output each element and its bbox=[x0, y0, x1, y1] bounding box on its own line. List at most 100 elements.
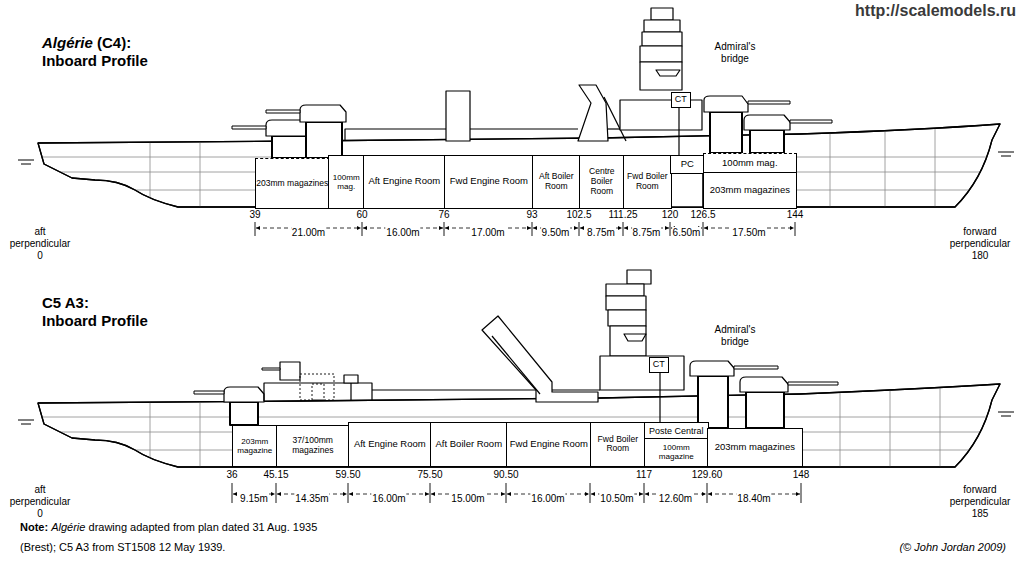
compartment-label: Poste Central bbox=[649, 426, 704, 436]
superstructure bbox=[470, 128, 578, 129]
bulkhead-line bbox=[840, 380, 841, 475]
watermark-group: http://scalemodels.ru bbox=[855, 2, 1016, 20]
dimension-label-group: 18.40m bbox=[736, 488, 771, 506]
watermark: http://scalemodels.ru bbox=[855, 2, 1016, 19]
compartment-box: Fwd Boiler Room bbox=[590, 422, 646, 467]
tower bbox=[610, 326, 646, 356]
deck-line bbox=[30, 417, 1010, 418]
compartment-box: 37/100mm magazines bbox=[276, 425, 350, 467]
callout-label: aft perpendicular bbox=[10, 484, 71, 507]
dimension-label-group: 16.00m bbox=[385, 222, 420, 240]
frame-number-group: 75.50 bbox=[417, 469, 442, 481]
superstructure bbox=[345, 129, 446, 141]
dimension-label-group: 8.75m bbox=[586, 222, 616, 240]
dimension-label-group: 16.00m bbox=[371, 488, 406, 506]
frame-number: 39 bbox=[249, 209, 260, 220]
tower bbox=[606, 284, 644, 296]
frame-number: 93 bbox=[526, 209, 537, 220]
funnel bbox=[482, 316, 598, 402]
dimension-label: 14.35m bbox=[294, 493, 329, 504]
dimension-label: 8.75m bbox=[586, 227, 616, 238]
turret bbox=[224, 387, 264, 402]
compartment-label: 100mm mag. bbox=[722, 158, 777, 169]
frame-number-group: 90.50 bbox=[493, 469, 518, 481]
hull-outline bbox=[38, 384, 1000, 467]
compartment-label: Aft Engine Room bbox=[368, 176, 440, 187]
callout-label: 180 bbox=[972, 250, 989, 261]
waterline-mark bbox=[998, 412, 1014, 416]
compartment-label: CT bbox=[653, 360, 665, 369]
dimension-label-group: 15.00m bbox=[450, 488, 485, 506]
callout-label: Admiral's bridge bbox=[715, 324, 756, 347]
gun bbox=[788, 382, 838, 385]
compartment-box: Aft Engine Room bbox=[348, 422, 432, 467]
dimension-tick bbox=[362, 222, 363, 236]
gun bbox=[194, 391, 224, 394]
hangar bbox=[446, 91, 470, 141]
funnel bbox=[578, 85, 608, 141]
compartment-box: Aft Engine Room bbox=[363, 155, 446, 209]
compartment-label: CT bbox=[675, 95, 687, 104]
frame-number: 129.60 bbox=[692, 469, 723, 480]
frame-number: 117 bbox=[636, 469, 652, 480]
callout-label: 185 bbox=[972, 508, 989, 519]
dimension-label-group: 12.60m bbox=[658, 488, 693, 506]
deckhouse bbox=[264, 383, 372, 401]
dimension-label: 12.60m bbox=[658, 493, 693, 504]
drawing-title: Algérie bbox=[42, 34, 93, 51]
bulkhead-line bbox=[830, 120, 831, 215]
compartment-box: 100mm mag. bbox=[328, 155, 365, 209]
compartment-box: Fwd Boiler Room bbox=[623, 155, 672, 209]
bulkhead-line bbox=[940, 380, 941, 475]
callout-label-group: forward perpendicular bbox=[944, 484, 1016, 508]
callout-label: forward perpendicular bbox=[950, 226, 1011, 249]
compartment-box: Aft Boiler Room bbox=[430, 422, 508, 467]
compartment-box: 203mm magazines bbox=[703, 172, 797, 209]
drawing-title: C5 A3: bbox=[42, 294, 89, 311]
tower bbox=[606, 296, 646, 310]
copyright-group: (© John Jordan 2009) bbox=[899, 540, 1006, 554]
compartment-box: 100mm magazine bbox=[644, 438, 709, 467]
dimension-label-group: 17.00m bbox=[470, 222, 505, 240]
dimension-label: 17.00m bbox=[470, 227, 505, 238]
dimension-label: 9.15m bbox=[239, 493, 269, 504]
frame-number-group: 36 bbox=[226, 469, 237, 481]
frame-number: 36 bbox=[226, 469, 237, 480]
dimension-label-group: 16.00m bbox=[530, 488, 565, 506]
tower bbox=[642, 32, 682, 46]
note-text: Note: bbox=[20, 521, 48, 533]
gun bbox=[262, 368, 280, 370]
frame-number: 59.50 bbox=[335, 469, 360, 480]
admiral-bridge bbox=[624, 334, 646, 341]
callout-label: forward perpendicular bbox=[950, 484, 1011, 507]
turret bbox=[744, 115, 790, 130]
frame-number: 76 bbox=[438, 209, 449, 220]
callout-label: aft perpendicular bbox=[10, 226, 71, 249]
dimension-label: 17.50m bbox=[731, 227, 766, 238]
callout-label-group: aft perpendicular bbox=[4, 484, 76, 508]
frame-number-group: 117 bbox=[636, 469, 652, 481]
frame-number-group: 111.25 bbox=[608, 209, 637, 221]
compartment-box: Centre Boiler Room bbox=[579, 155, 625, 209]
dimension-label: 15.00m bbox=[450, 493, 485, 504]
callout-label: 0 bbox=[37, 508, 43, 519]
frame-number: 120 bbox=[662, 209, 679, 220]
waterline-mark bbox=[998, 152, 1014, 156]
compartment-label: 100mm magazine bbox=[645, 443, 708, 461]
callout-label-group: 185 bbox=[972, 508, 989, 520]
dimension-tick bbox=[444, 222, 445, 236]
dimension-label: 10.50m bbox=[599, 493, 634, 504]
gun bbox=[790, 120, 832, 123]
drawing-title-group: C5 A3: bbox=[42, 294, 89, 312]
director bbox=[350, 383, 351, 401]
frame-number-group: 93 bbox=[526, 209, 537, 221]
bulkhead-line bbox=[150, 120, 151, 215]
dimension-label: 6.50m bbox=[672, 227, 702, 238]
waterline-mark bbox=[18, 160, 34, 164]
gun bbox=[232, 126, 266, 129]
copyright: (© John Jordan 2009) bbox=[899, 541, 1006, 553]
compartment-label: 203mm magazine bbox=[233, 437, 277, 455]
gun bbox=[748, 101, 790, 104]
frame-number-group: 129.60 bbox=[692, 469, 723, 481]
compartment-box: Poste Central bbox=[644, 422, 709, 440]
